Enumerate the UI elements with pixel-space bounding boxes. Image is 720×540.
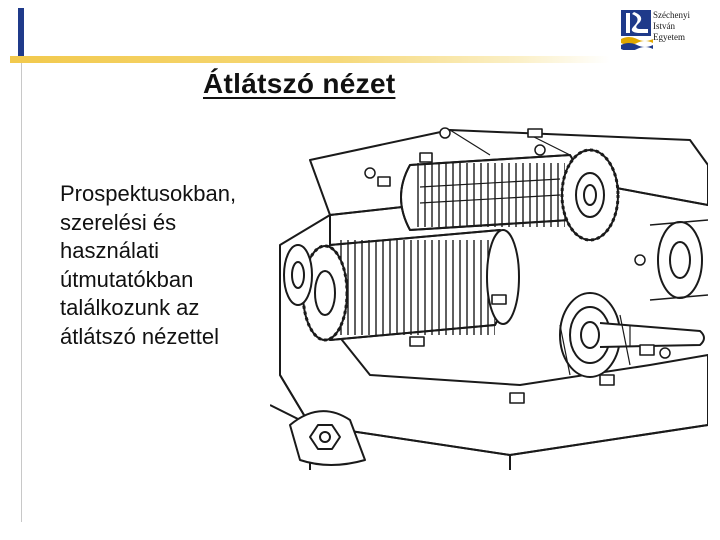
logo-line: Egyetem [653,32,685,42]
body-line: Prospektusokban, [60,181,237,206]
university-name: Széchenyi István Egyetem [653,10,690,43]
accent-horizontal-bar [10,56,610,63]
body-line: átlátszó nézettel [60,323,219,349]
accent-vertical-line [21,62,22,522]
slide-body: Prospektusokban, szerelési és használati… [60,180,290,351]
logo-line: Széchenyi [653,10,690,20]
university-logo-icon [621,10,653,50]
body-line: szerelési és [60,209,177,235]
slide-title: Átlátszó nézet [203,68,396,99]
gearbox-transparent-view-drawing [270,127,708,470]
body-line: útmutatókban [60,266,194,292]
body-line: találkozunk az [60,295,200,320]
body-line: használati [60,238,160,263]
logo-line: István [653,21,675,31]
accent-vertical-bar [18,8,24,62]
university-logo: Széchenyi István Egyetem [620,8,716,52]
